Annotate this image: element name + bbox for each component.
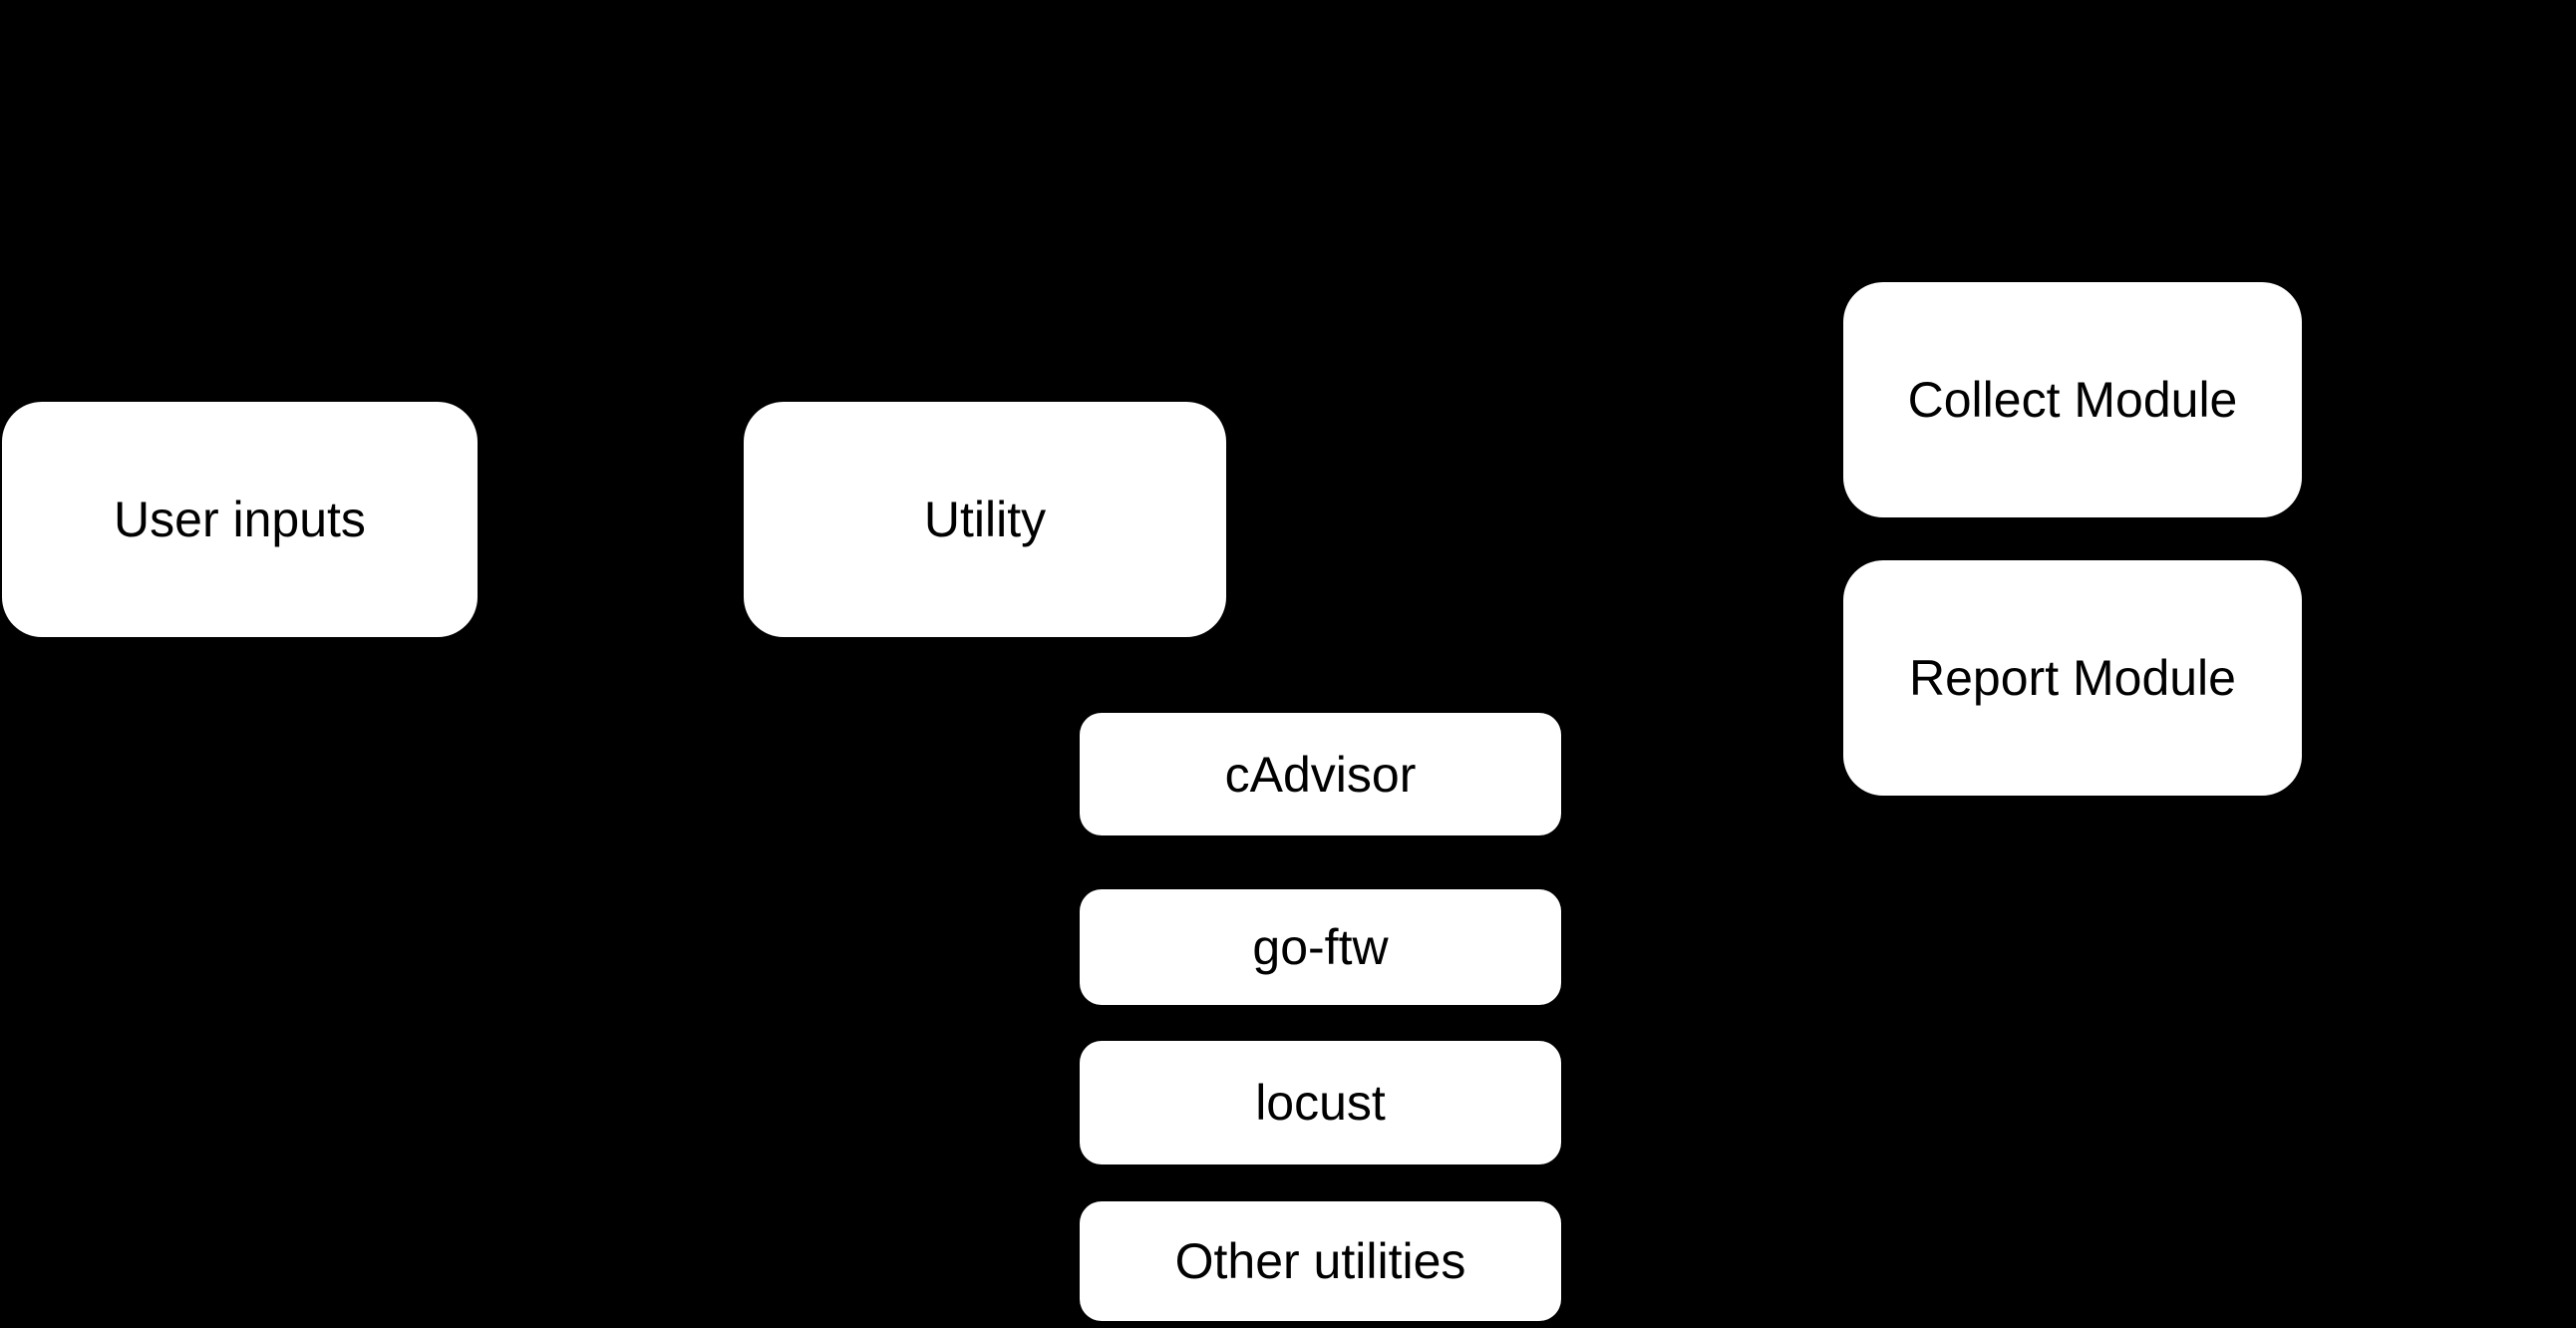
node-go-ftw-label: go-ftw: [1252, 919, 1389, 975]
node-report-module: Report Module: [1843, 560, 2302, 796]
node-utility: Utility: [744, 402, 1226, 637]
node-cadvisor-label: cAdvisor: [1224, 746, 1417, 803]
node-other-utilities: Other utilities: [1080, 1201, 1561, 1321]
node-collect-module: Collect Module: [1843, 282, 2302, 517]
node-report-module-label: Report Module: [1909, 650, 2236, 706]
node-collect-module-label: Collect Module: [1907, 372, 2238, 428]
node-locust-label: locust: [1255, 1075, 1386, 1131]
node-user-inputs: User inputs: [2, 402, 478, 637]
node-user-inputs-label: User inputs: [114, 492, 366, 547]
node-other-utilities-label: Other utilities: [1174, 1233, 1466, 1289]
node-utility-label: Utility: [923, 492, 1047, 547]
node-locust: locust: [1080, 1041, 1561, 1164]
node-go-ftw: go-ftw: [1080, 889, 1561, 1005]
node-cadvisor: cAdvisor: [1080, 713, 1561, 835]
